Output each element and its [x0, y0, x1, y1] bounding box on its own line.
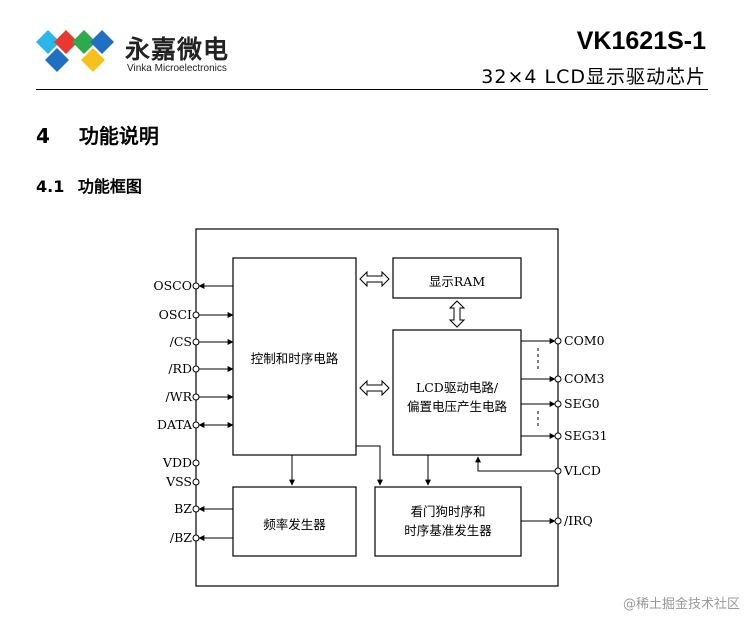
display-ram-block	[392, 257, 522, 299]
pin-label-com0: COM0	[564, 333, 605, 348]
left-pin-circles	[192, 282, 200, 542]
company-name-cn: 永嘉微电	[125, 35, 230, 64]
pin-label-bz-bar: /BZ	[169, 530, 192, 545]
pin-label-osci: OSCI	[158, 307, 192, 322]
internal-wires	[289, 445, 431, 486]
watchdog-label-line1: 看门狗时序和	[410, 504, 486, 519]
section-heading: 4 功能说明	[36, 120, 159, 149]
display-ram-label: 显示RAM	[428, 274, 486, 289]
pin-label-wr: /WR	[165, 389, 192, 404]
pin-label-seg31: SEG31	[564, 428, 608, 443]
left-pin-wires	[198, 283, 234, 541]
subsection-number: 4.1	[36, 177, 65, 196]
right-pin-circles	[554, 337, 562, 525]
pin-label-vdd: VDD	[162, 455, 192, 470]
pin-label-bz: BZ	[174, 501, 192, 516]
control-block	[232, 257, 357, 456]
right-pin-wires	[475, 338, 558, 524]
company-name-en: Vinka Microelectronics	[127, 63, 227, 74]
watchdog-label: 看门狗时序和 时序基准发生器	[375, 502, 521, 540]
doc-subtitle: 32×4 LCD显示驱动芯片	[481, 66, 706, 88]
company-logo	[36, 26, 132, 74]
lcd-driver-label-line1: LCD驱动电路/	[415, 380, 499, 395]
bus-arrow-ram	[359, 270, 390, 288]
subsection-heading: 4.1 功能框图	[36, 173, 142, 197]
section-number: 4	[36, 124, 50, 148]
bus-arrow-lcd	[359, 379, 390, 397]
bus-arrow-ram-lcd	[448, 300, 466, 328]
pin-label-rd: /RD	[168, 361, 192, 376]
pin-label-osco: OSCO	[153, 278, 192, 293]
part-number: VK1621S-1	[576, 27, 706, 55]
watchdog-label-line2: 时序基准发生器	[404, 523, 492, 538]
lcd-driver-block	[392, 329, 522, 456]
pin-label-seg0: SEG0	[564, 396, 600, 411]
lcd-driver-label-line2: 偏置电压产生电路	[406, 399, 507, 414]
freq-gen-block	[232, 486, 357, 557]
watermark: @稀土掘金技术社区	[622, 597, 740, 612]
pin-label-cs: /CS	[169, 334, 192, 349]
pin-label-vss: VSS	[166, 474, 192, 489]
control-block-label: 控制和时序电路	[250, 351, 339, 366]
pin-label-irq: /IRQ	[564, 513, 593, 528]
freq-gen-label: 频率发生器	[263, 517, 326, 532]
header-rule	[36, 89, 708, 90]
logo-diamonds-icon	[36, 30, 114, 72]
pin-label-data: DATA	[156, 417, 192, 432]
lcd-driver-label: LCD驱动电路/ 偏置电压产生电路	[393, 378, 521, 416]
subsection-title: 功能框图	[77, 177, 142, 196]
pin-label-com3: COM3	[564, 371, 605, 386]
pin-label-vlcd: VLCD	[564, 463, 601, 478]
section-title: 功能说明	[78, 124, 159, 148]
